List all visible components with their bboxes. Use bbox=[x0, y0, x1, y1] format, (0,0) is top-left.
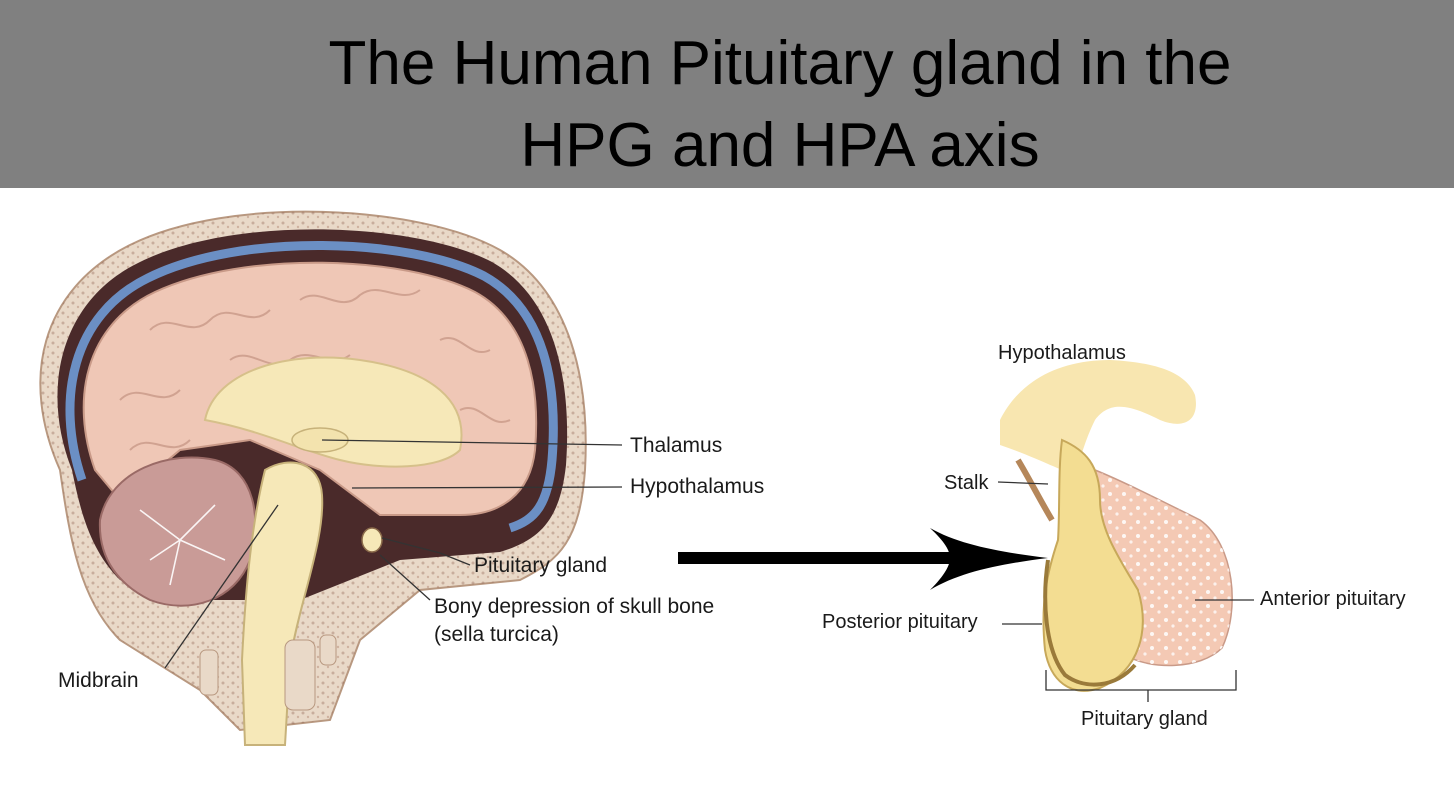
pituitary-small bbox=[361, 527, 383, 553]
title-bar bbox=[0, 0, 1454, 188]
meninges bbox=[65, 241, 558, 533]
label-stalk: Stalk bbox=[944, 472, 989, 494]
leader-thalamus bbox=[321, 439, 623, 446]
leader-midbrain bbox=[164, 504, 279, 669]
arrow bbox=[678, 528, 1048, 590]
label-posterior-pituitary: Posterior pituitary bbox=[822, 611, 978, 633]
label-pit-hypothalamus: Hypothalamus bbox=[998, 342, 1126, 364]
label-bony-depression-1: Bony depression of skull bone bbox=[434, 595, 714, 618]
label-pituitary-gland: Pituitary gland bbox=[474, 554, 607, 577]
pituitary-illustration bbox=[1000, 360, 1233, 692]
brain-illustration bbox=[39, 210, 587, 746]
posterior-pituitary-shape bbox=[1042, 438, 1144, 692]
leader-pituitary bbox=[381, 537, 471, 566]
leader-hypothalamus bbox=[351, 486, 623, 489]
pituitary-bracket bbox=[1045, 670, 1237, 691]
page-title-line-1: The Human Pituitary gland in the bbox=[328, 29, 1232, 98]
leader-bony bbox=[379, 554, 431, 601]
label-pit-pituitary-gland: Pituitary gland bbox=[1081, 708, 1208, 730]
brainstem bbox=[240, 461, 324, 746]
label-hypothalamus: Hypothalamus bbox=[630, 475, 764, 498]
label-anterior-pituitary: Anterior pituitary bbox=[1260, 588, 1406, 610]
page-title-line-2: HPG and HPA axis bbox=[520, 111, 1040, 180]
hypothalamus-shape bbox=[1000, 360, 1196, 475]
leader-stalk bbox=[997, 481, 1049, 485]
label-midbrain: Midbrain bbox=[58, 669, 139, 692]
label-thalamus: Thalamus bbox=[630, 434, 722, 457]
label-bony-depression-2: (sella turcica) bbox=[434, 623, 559, 646]
